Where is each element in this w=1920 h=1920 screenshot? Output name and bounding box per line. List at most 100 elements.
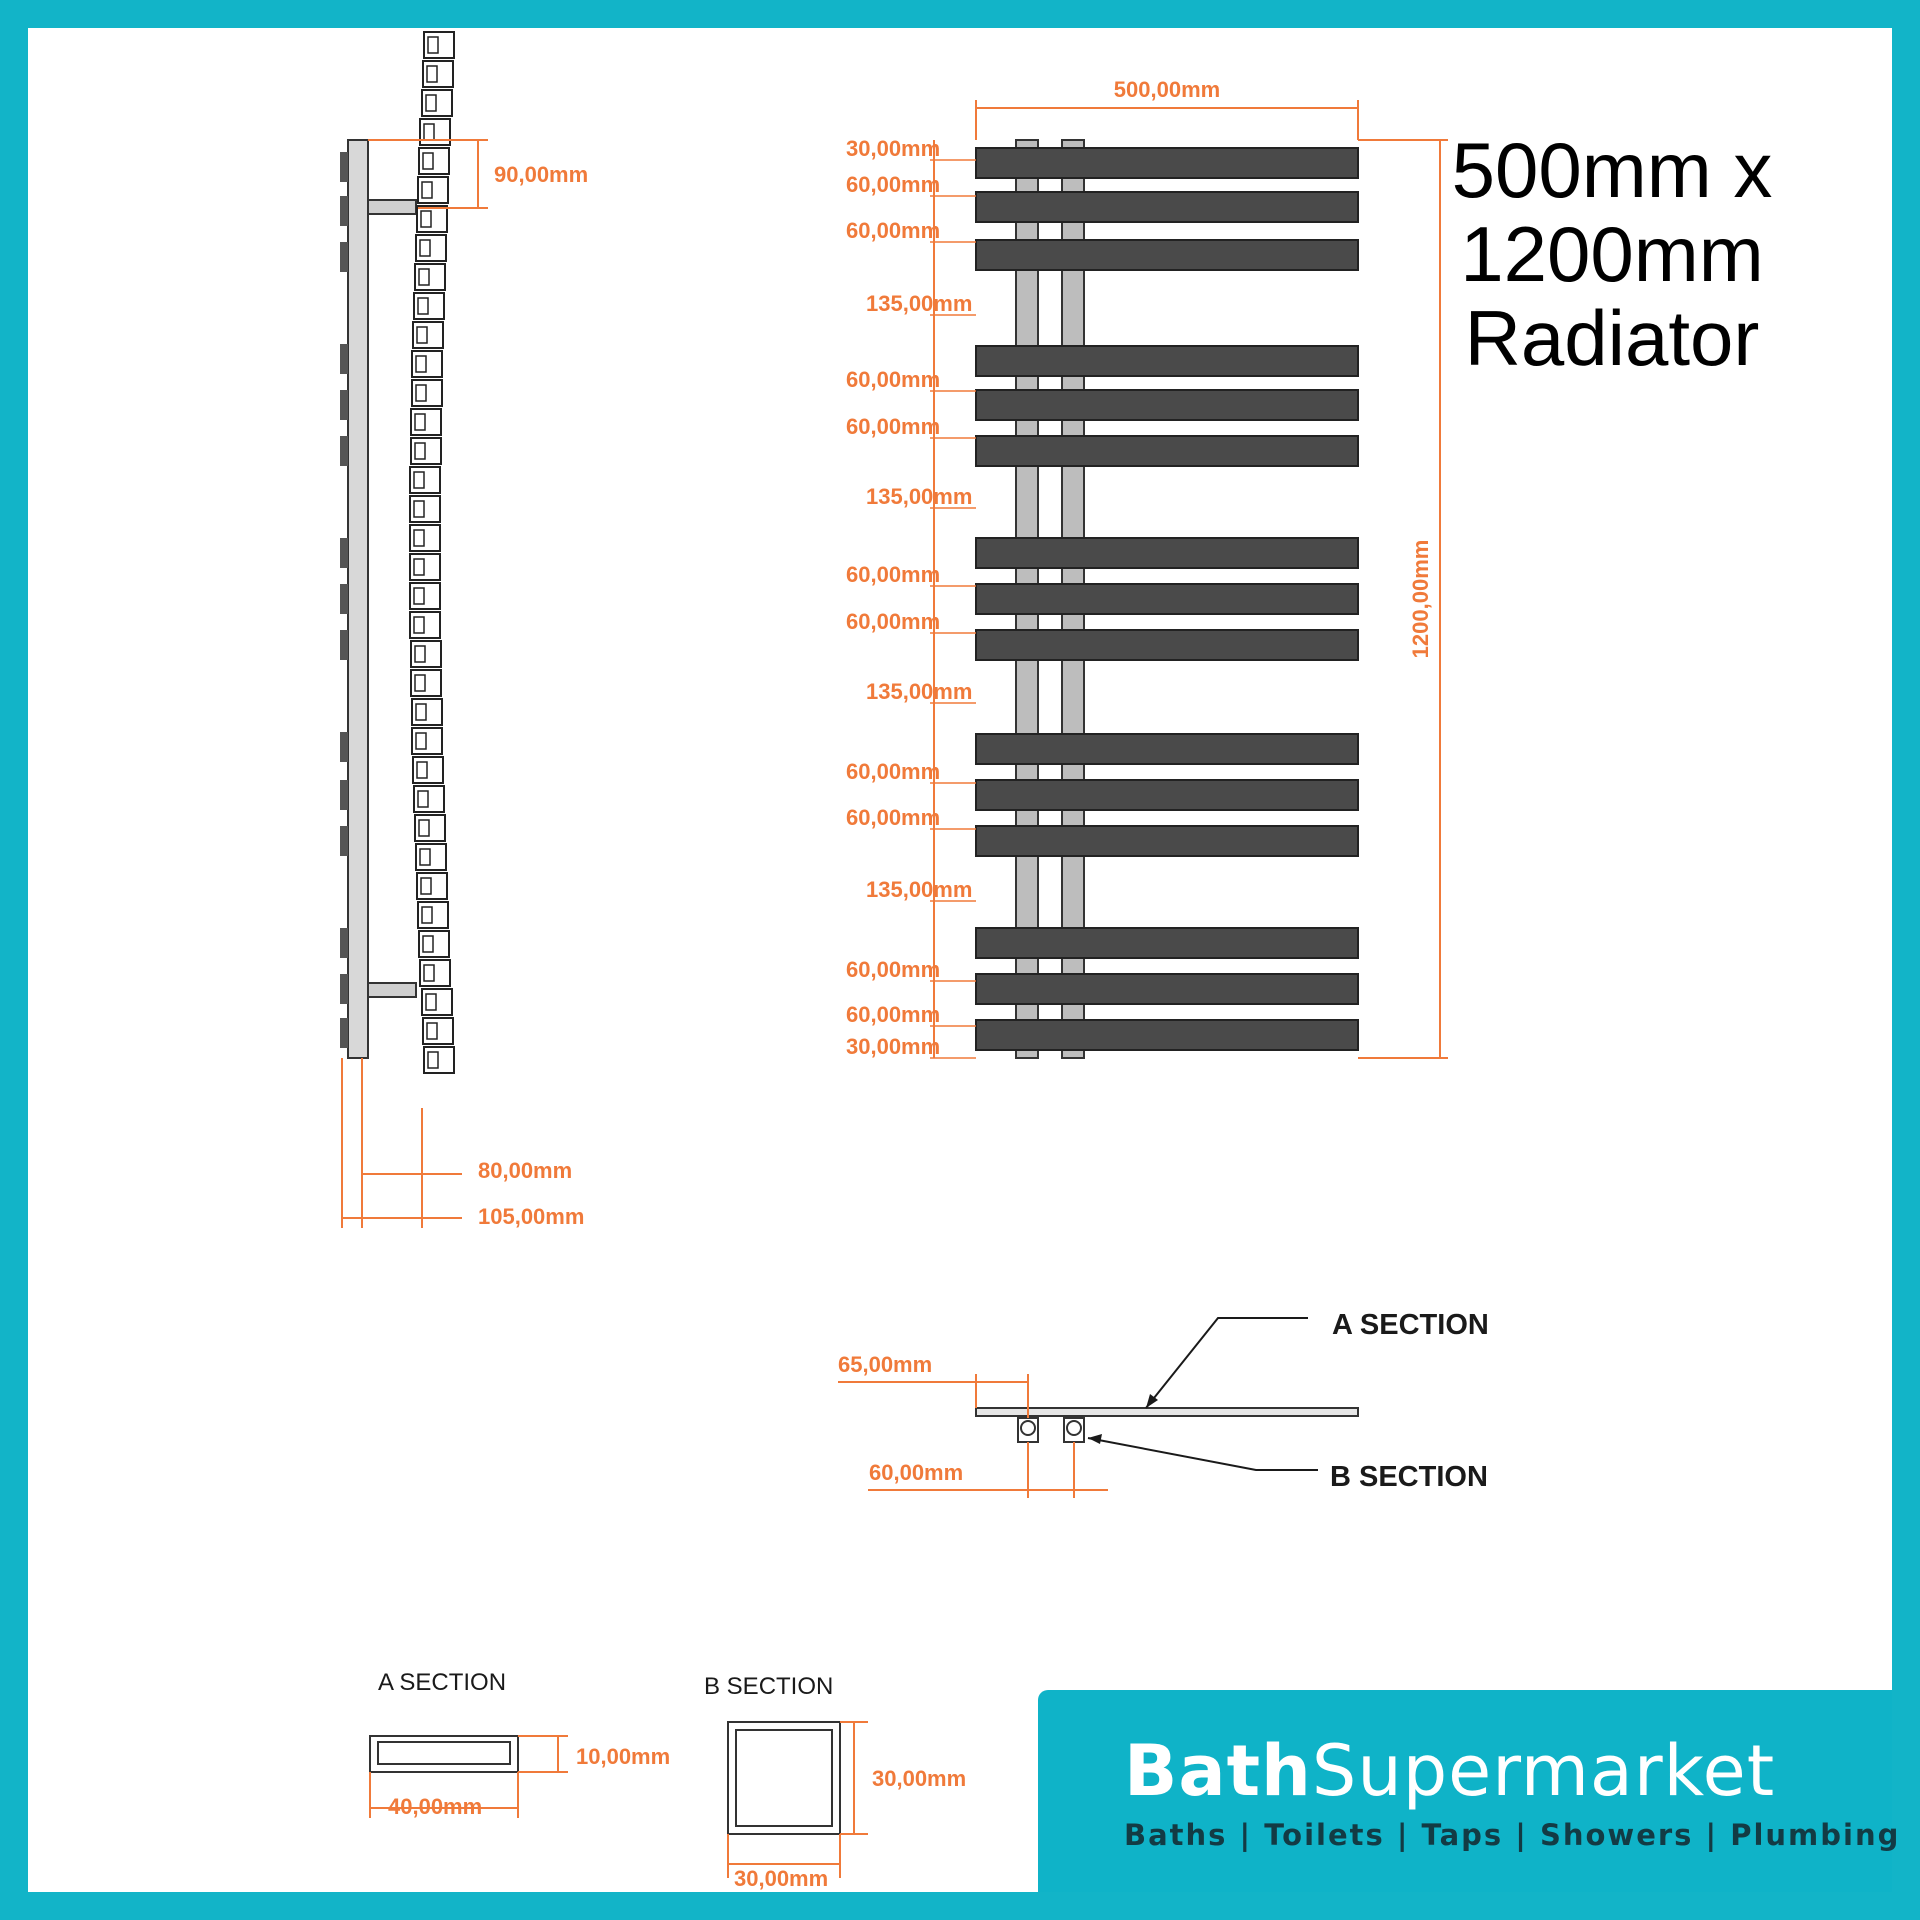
spacing-label: 60,00mm xyxy=(846,805,940,830)
wall-brick-inner xyxy=(413,558,425,576)
spacing-label: 60,00mm xyxy=(846,957,940,982)
side-dimension-lines xyxy=(341,139,488,1228)
brand-bold: Bath xyxy=(1124,1730,1312,1812)
side-view xyxy=(340,31,455,1074)
b-section-callout: B SECTION xyxy=(1330,1461,1488,1493)
side-bar-ends xyxy=(340,152,348,1048)
bottom-bracket xyxy=(367,982,417,998)
wall-brick-inner xyxy=(417,790,429,808)
wall-brick-inner xyxy=(414,645,426,663)
radiator-bar xyxy=(975,973,1359,1005)
plan-bar xyxy=(975,1407,1359,1417)
spacing-label: 60,00mm xyxy=(846,759,940,784)
front-dimension-lines xyxy=(933,100,1448,1059)
wall-brick-inner xyxy=(413,529,425,547)
spacing-label: 60,00mm xyxy=(846,367,940,392)
spacing-label: 60,00mm xyxy=(846,218,940,243)
plan-pipe-left-circle xyxy=(1020,1420,1036,1436)
a-section-callout: A SECTION xyxy=(1332,1309,1489,1341)
wall-brick-inner xyxy=(420,877,432,895)
b-section-leader xyxy=(1087,1437,1318,1471)
spacing-label: 60,00mm xyxy=(846,609,940,634)
radiator-bar xyxy=(975,927,1359,959)
radiator-bar xyxy=(975,389,1359,421)
wall-brick-inner xyxy=(417,297,429,315)
wall-brick-inner xyxy=(425,94,437,112)
wall-brick-inner xyxy=(414,674,426,692)
radiator-bar xyxy=(975,239,1359,271)
wall-brick-inner xyxy=(423,964,435,982)
radiator-bar xyxy=(975,733,1359,765)
brand-banner: BathSupermarket Baths | Toilets | Taps |… xyxy=(1038,1690,1898,1892)
title-line-2: 1200mm xyxy=(1460,210,1764,298)
wall-brick-inner xyxy=(427,36,439,54)
wall-brick-inner xyxy=(423,123,435,141)
radiator-bar xyxy=(975,825,1359,857)
plan-pipe-right-circle xyxy=(1066,1420,1082,1436)
wall-brick-inner xyxy=(416,326,428,344)
spacing-labels: 30,00mm 60,00mm 60,00mm 135,00mm 60,00mm 60,0… xyxy=(846,136,976,1059)
drawing-title: 500mm x 1200mm Radiator xyxy=(1402,128,1822,380)
wall-brick-inner xyxy=(420,210,432,228)
front-view xyxy=(975,139,1359,1059)
wall-brick-inner xyxy=(415,355,427,373)
spacing-label: 60,00mm xyxy=(846,414,940,439)
radiator-bar xyxy=(975,1019,1359,1051)
brand-light: Supermarket xyxy=(1311,1730,1776,1812)
spacing-label: 135,00mm xyxy=(866,291,972,316)
wall-brick-inner xyxy=(421,906,433,924)
spacing-label: 60,00mm xyxy=(846,562,940,587)
title-line-1: 500mm x xyxy=(1451,126,1773,214)
spacing-label: 30,00mm xyxy=(846,1034,940,1059)
spacing-label: 60,00mm xyxy=(846,172,940,197)
wall-brick-inner xyxy=(416,761,428,779)
section-b-label: B SECTION xyxy=(704,1673,833,1700)
dim-depth-inner: 80,00mm xyxy=(478,1158,572,1183)
wall-brick-inner xyxy=(415,384,427,402)
section-a-height: 10,00mm xyxy=(576,1744,670,1769)
spacing-label: 60,00mm xyxy=(846,1002,940,1027)
wall-brick-inner xyxy=(422,152,434,170)
radiator-bar xyxy=(975,147,1359,179)
section-a-inner xyxy=(377,1741,511,1765)
a-section-leader xyxy=(1145,1317,1308,1409)
wall-brick-inner xyxy=(413,587,425,605)
section-a-label: A SECTION xyxy=(378,1669,506,1696)
wall-brick-inner xyxy=(421,181,433,199)
wall-brick-inner xyxy=(418,819,430,837)
wall-brick-inner xyxy=(418,268,430,286)
section-b-inner xyxy=(735,1729,833,1827)
dim-plan-offset: 65,00mm xyxy=(838,1352,932,1377)
wall-brick-inner xyxy=(415,703,427,721)
side-rail xyxy=(347,139,369,1059)
wall-brick-inner xyxy=(415,732,427,750)
brand-tagline: Baths | Toilets | Taps | Showers | Plumb… xyxy=(1124,1818,1901,1852)
wall-hatch xyxy=(409,31,455,1074)
wall-brick-inner xyxy=(413,616,425,634)
radiator-bar xyxy=(975,537,1359,569)
radiator-bars xyxy=(975,147,1359,1051)
radiator-bar xyxy=(975,629,1359,661)
dim-pipe-centres: 60,00mm xyxy=(869,1460,963,1485)
brand-logo: BathSupermarket xyxy=(1124,1730,1775,1812)
wall-brick-inner xyxy=(419,239,431,257)
section-b: B SECTION 30,00mm 30,00mm xyxy=(704,1673,966,1891)
plan-dimension-lines xyxy=(838,1374,1108,1498)
spacing-label: 135,00mm xyxy=(866,877,972,902)
radiator-bar xyxy=(975,191,1359,223)
wall-brick-inner xyxy=(413,471,425,489)
section-a: A SECTION 10,00mm 40,00mm xyxy=(369,1669,670,1819)
wall-brick-inner xyxy=(427,1051,439,1069)
wall-brick-inner xyxy=(426,65,438,83)
wall-brick-inner xyxy=(422,935,434,953)
radiator-bar xyxy=(975,583,1359,615)
radiator-bar xyxy=(975,435,1359,467)
wall-brick-inner xyxy=(419,848,431,866)
wall-brick-inner xyxy=(414,442,426,460)
top-bracket xyxy=(367,199,417,215)
spacing-label: 30,00mm xyxy=(846,136,940,161)
wall-brick-inner xyxy=(413,500,425,518)
radiator-bar xyxy=(975,345,1359,377)
spacing-label: 135,00mm xyxy=(866,484,972,509)
section-b-height: 30,00mm xyxy=(872,1766,966,1791)
